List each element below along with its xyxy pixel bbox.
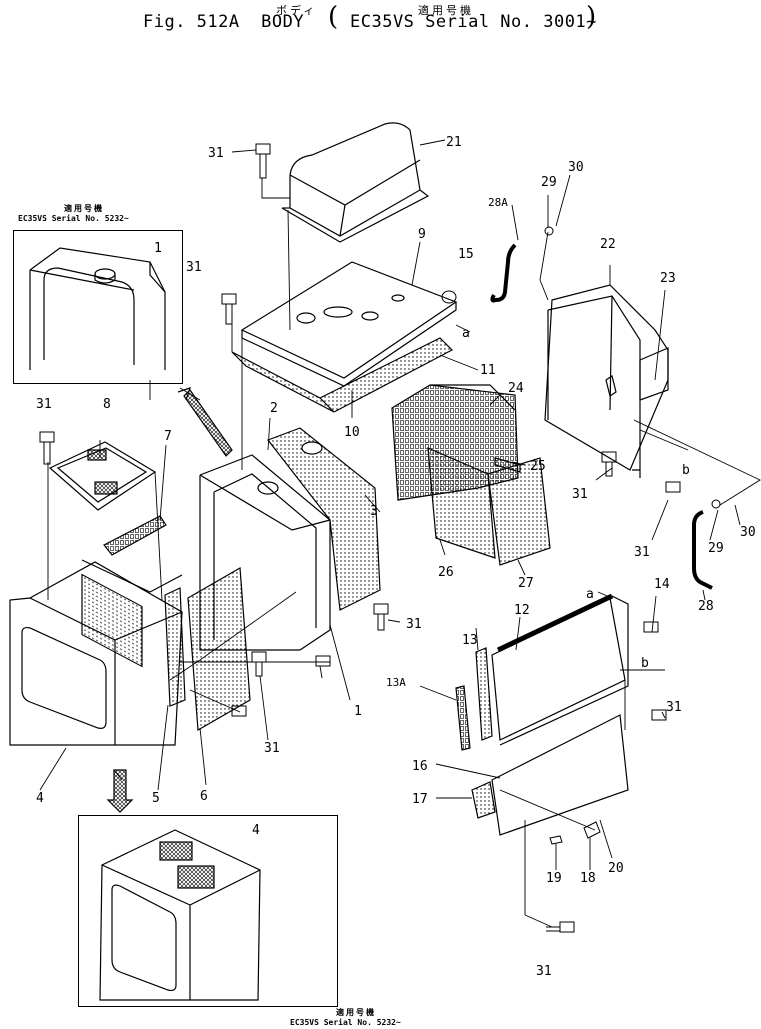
label-31: 31 (634, 545, 650, 560)
bolt-glyphs (39, 143, 721, 933)
label-29: 29 (708, 541, 724, 556)
label-30: 30 (568, 160, 584, 175)
label-16: 16 (412, 759, 428, 774)
part-16-bottom-panel (491, 714, 629, 836)
part-28-rod (692, 510, 713, 590)
label-1: 1 (354, 704, 362, 719)
part-12-lower-panel (491, 593, 629, 746)
part-23-cover (639, 347, 669, 401)
part-13a-strip (455, 685, 471, 751)
label-15: 15 (458, 247, 474, 262)
label-12: 12 (514, 603, 530, 618)
inset-bottom-caption: 適用号機 EC35VS Serial No. 5232~ (290, 1008, 401, 1028)
title-japanese-applicable: 適用号機 (418, 4, 474, 17)
part-25-strip (494, 457, 521, 473)
part-13-strip (475, 647, 493, 741)
part-3-side-panel (267, 427, 381, 611)
label-30: 30 (740, 525, 756, 540)
inset-top-arrow (183, 389, 233, 457)
label-b: b (641, 656, 649, 671)
inset-top-caption-serial: EC35VS Serial No. 5232~ (18, 214, 129, 223)
label-25: 25 (530, 459, 546, 474)
part-26-grille (427, 447, 496, 559)
part-4-front-hood (9, 559, 183, 746)
inset-bottom-hood-drawing (99, 829, 261, 1001)
inset-top-caption: 適用号機 EC35VS Serial No. 5232~ (18, 204, 129, 224)
label-8: 8 (103, 397, 111, 412)
label-24: 24 (508, 381, 524, 396)
part-5-screen (164, 587, 186, 707)
label-13a: 13A (386, 676, 406, 689)
label-28: 28 (698, 599, 714, 614)
label-27: 27 (518, 576, 534, 591)
inset-bottom-part-label: 4 (252, 823, 260, 838)
label-17: 17 (412, 792, 428, 807)
label-a: a (462, 326, 470, 341)
label-14: 14 (654, 577, 670, 592)
inset-top-box (13, 230, 183, 384)
label-a: a (586, 587, 594, 602)
part-7-screen (103, 515, 167, 556)
part-27-grille (487, 457, 551, 566)
label-6: 6 (200, 789, 208, 804)
inset-bottom-arrow (106, 769, 134, 813)
label-26: 26 (438, 565, 454, 580)
label-4: 4 (36, 791, 44, 806)
part-28a-rod (490, 243, 517, 303)
inset-top-part-label: 1 (154, 241, 162, 256)
part-17-pad (471, 781, 496, 819)
inset-bottom-box (78, 815, 338, 1007)
label-9: 9 (418, 227, 426, 242)
part-21-top-cover (281, 122, 430, 243)
inset-top-caption-jp: 適用号機 (64, 204, 104, 213)
label-31: 31 (536, 964, 552, 979)
label-28a: 28A (488, 196, 508, 209)
label-31: 31 (208, 146, 224, 161)
label-3: 3 (370, 504, 378, 519)
part-8-cover-plate (48, 441, 157, 511)
label-13: 13 (462, 633, 478, 648)
label-31: 31 (666, 700, 682, 715)
label-31: 31 (572, 487, 588, 502)
open-paren-glyph: ( (328, 2, 339, 32)
label-5: 5 (152, 791, 160, 806)
label-23: 23 (660, 271, 676, 286)
label-18: 18 (580, 871, 596, 886)
label-b: b (682, 463, 690, 478)
label-20: 20 (608, 861, 624, 876)
label-22: 22 (600, 237, 616, 252)
inset-top-frame-drawing (29, 247, 166, 370)
part-9-top-plate (240, 261, 458, 387)
inset-bottom-caption-jp: 適用号機 (336, 1008, 376, 1017)
figure-name: BODY (261, 12, 305, 32)
label-2: 2 (270, 401, 278, 416)
title-japanese-part: ボディ (276, 4, 318, 17)
part-3-port (301, 441, 323, 455)
figure-number: Fig. 512A (143, 12, 240, 32)
inset-bottom-caption-serial: EC35VS Serial No. 5232~ (290, 1018, 401, 1027)
label-21: 21 (446, 135, 462, 150)
part-11-lip-panel (319, 337, 454, 413)
label-31: 31 (406, 617, 422, 632)
figure-title: Fig. 512A BODY (143, 12, 304, 32)
part-22-rear-frame (544, 284, 669, 478)
label-10: 10 (344, 425, 360, 440)
label-31: 31 (186, 260, 202, 275)
label-31: 31 (264, 741, 280, 756)
label-11: 11 (480, 363, 496, 378)
label-7: 7 (164, 429, 172, 444)
label-29: 29 (541, 175, 557, 190)
inset-top-arrow-head (177, 387, 191, 401)
part-10-lip-panel (231, 351, 335, 413)
close-paren-glyph: ) (586, 2, 597, 32)
model-serial: EC35VS Serial No. 3001~ (350, 12, 597, 32)
label-19: 19 (546, 871, 562, 886)
part-6-screen (187, 567, 251, 731)
label-31: 31 (36, 397, 52, 412)
